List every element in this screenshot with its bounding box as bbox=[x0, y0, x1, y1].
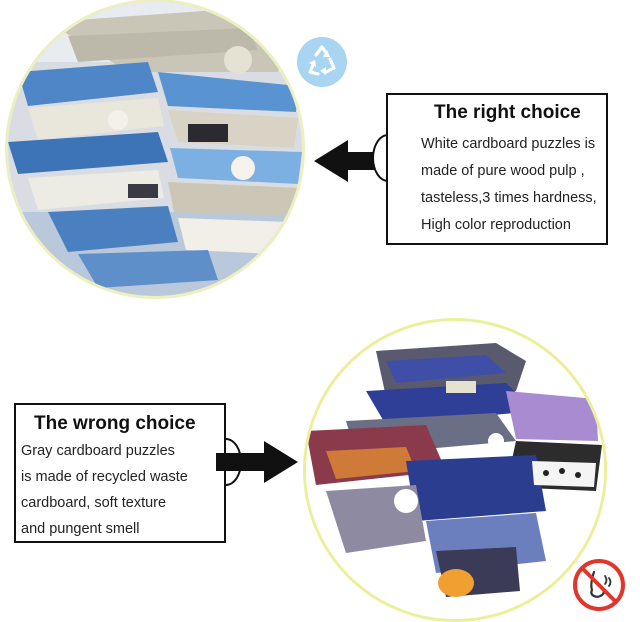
no-smell-icon bbox=[572, 558, 626, 617]
wrong-choice-line: and pungent smell bbox=[21, 521, 140, 537]
wrong-choice-line: cardboard, soft texture bbox=[21, 495, 167, 511]
wrong-choice-title: The wrong choice bbox=[34, 413, 196, 434]
arrow-right-icon bbox=[216, 441, 298, 488]
white-cardboard-puzzle-photo bbox=[8, 2, 302, 296]
right-choice-line: made of pure wood pulp , bbox=[421, 163, 585, 179]
recycle-icon bbox=[296, 36, 348, 93]
wrong-choice-line: Gray cardboard puzzles bbox=[21, 443, 175, 459]
right-choice-box: The right choice White cardboard puzzles… bbox=[386, 93, 608, 245]
right-choice-title: The right choice bbox=[434, 102, 581, 123]
arrow-left-icon bbox=[314, 140, 394, 187]
gray-cardboard-puzzle-photo bbox=[306, 321, 604, 619]
wrong-choice-box: The wrong choice Gray cardboard puzzles … bbox=[14, 403, 226, 543]
right-choice-line: High color reproduction bbox=[421, 217, 571, 233]
right-choice-line: tasteless,3 times hardness, bbox=[421, 190, 597, 206]
right-choice-line: White cardboard puzzles is bbox=[421, 136, 596, 152]
wrong-choice-line: is made of recycled waste bbox=[21, 469, 188, 485]
